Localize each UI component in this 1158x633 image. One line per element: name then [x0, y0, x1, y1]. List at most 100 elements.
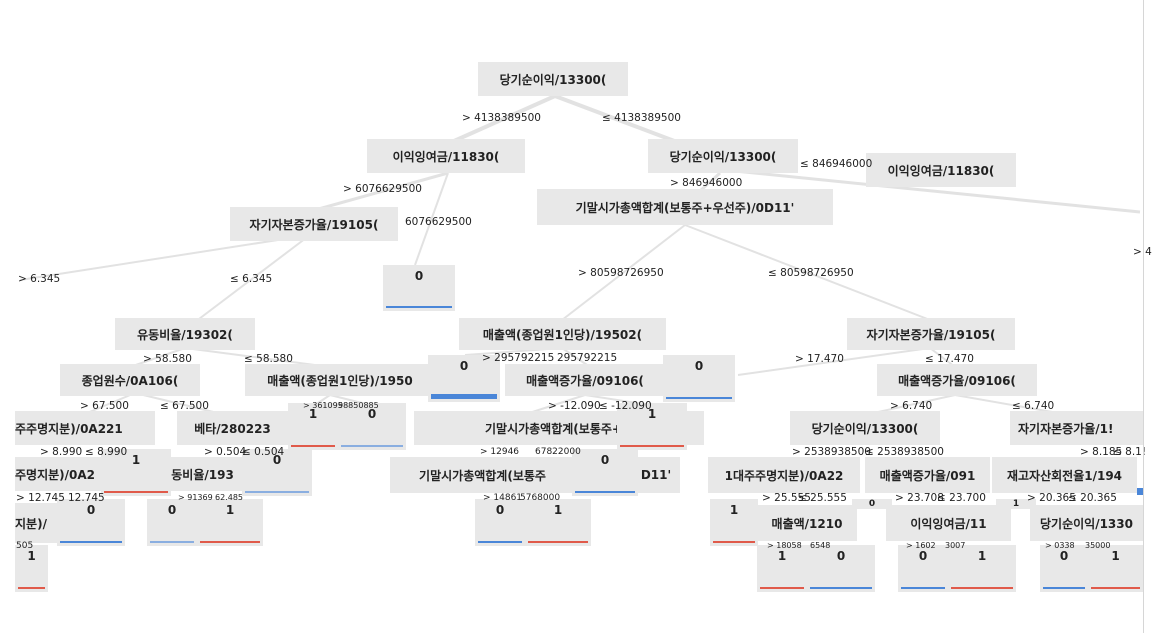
edge-label: ≤ 67.500: [160, 400, 209, 412]
tree-node[interactable]: 기말시가총액합계(보통주+우선주)/0D11': [537, 189, 833, 225]
tree-node[interactable]: 매출액증가율/091: [865, 457, 990, 493]
leaf-node[interactable]: 0: [57, 499, 125, 546]
leaf-node[interactable]: 1: [948, 545, 1016, 592]
tree-node[interactable]: 매출액/1210: [757, 505, 857, 541]
edge-label: > 2538938500: [792, 446, 871, 458]
leaf-node[interactable]: 0: [572, 449, 638, 496]
tree-node[interactable]: 매출액(종업원1인당)/1950: [245, 364, 435, 396]
leaf-node[interactable]: 1: [101, 449, 171, 496]
tree-node[interactable]: 이익잉여금/11830(: [367, 139, 525, 173]
edge-label: > 58.580: [143, 353, 192, 365]
edge-label: ≤ 2538938500: [865, 446, 944, 458]
edge-label: > 20.365: [1027, 492, 1076, 504]
tree-node[interactable]: 지분)/: [15, 503, 57, 543]
tree-node[interactable]: 종업원수/0A106(: [60, 364, 200, 396]
edge-label: 62.485: [215, 493, 243, 502]
tree-node[interactable]: 재고자산회전율1/194: [992, 457, 1137, 493]
edge-label: ≤ -12.090: [599, 400, 652, 412]
edge-label: > 4138389500: [462, 112, 541, 124]
leaf-node[interactable]: 0: [807, 545, 875, 592]
leaf-node[interactable]: 1: [197, 499, 263, 546]
edge-label: 12.745: [68, 492, 105, 504]
tree-node[interactable]: 자기자본증가율/19105(: [230, 207, 398, 241]
edge-label: 67822000: [535, 447, 581, 457]
edge-label: > 23.708: [895, 492, 944, 504]
edge-label: 295792215: [557, 352, 618, 364]
edge-label: > 14861: [483, 493, 523, 503]
tree-node[interactable]: 이익잉여금/11: [886, 505, 1011, 541]
tree-node[interactable]: 당기순이익/13300(: [790, 411, 940, 445]
tree-node[interactable]: 주명지분)/0A2: [15, 457, 105, 491]
tree-node[interactable]: 당기순이익/1330: [1030, 505, 1143, 541]
edge-label: ≤ 8.1!: [1113, 446, 1147, 458]
edge-label: > 0338: [1045, 541, 1075, 550]
leaf-node[interactable]: 0: [600, 370, 601, 371]
tree-node[interactable]: 매출액증가율/09106(: [505, 364, 665, 396]
edge-label: > 846946000: [670, 177, 743, 189]
tree-node[interactable]: 유동비율/19302(: [115, 318, 255, 350]
edge-label: > 0.504: [204, 446, 247, 458]
edge-label: 505: [16, 541, 34, 551]
leaf-node[interactable]: 0: [898, 545, 948, 592]
edge-label: 5768000: [520, 493, 561, 503]
edge-label: ≤ 846946000: [800, 158, 873, 170]
edge-label: ≤ 4138389500: [602, 112, 681, 124]
edge-label: > 25.555: [762, 492, 811, 504]
tree-node[interactable]: 1대주주명지분)/0A22: [708, 457, 860, 493]
tree-node[interactable]: 이익잉여금/11830(: [866, 153, 1016, 187]
leaf-node[interactable]: 0: [338, 403, 406, 450]
tree-node[interactable]: 주주명지분)/0A221: [15, 411, 155, 445]
edge-label: ≤ 8.990: [85, 446, 128, 458]
edge-label: ≤ 17.470: [925, 353, 974, 365]
tree-node[interactable]: 기말시가총액합계(보통주: [390, 457, 575, 493]
edge-label: 6076629500: [405, 216, 472, 228]
edge-label: > 80598726950: [578, 267, 664, 279]
edge-label: ≤ 80598726950: [768, 267, 854, 279]
edge-label: ≤ 25.555: [798, 492, 847, 504]
tree-node[interactable]: 당기순이익/13300(: [648, 139, 798, 173]
edge-label: ≤ 20.365: [1068, 492, 1117, 504]
edge-label: > 8.990: [40, 446, 83, 458]
tree-node[interactable]: 자기자본증가율/19105(: [847, 318, 1015, 350]
minimap-marker: [1137, 488, 1143, 495]
leaf-node[interactable]: 1: [15, 545, 48, 592]
edge-label: 98850885: [338, 401, 379, 410]
leaf-node[interactable]: 0: [852, 499, 892, 509]
leaf-node[interactable]: 1: [757, 545, 807, 592]
edge-label: > 17.470: [795, 353, 844, 365]
tree-node-root[interactable]: 당기순이익/13300(: [478, 62, 628, 96]
edge-label: > 67.500: [80, 400, 129, 412]
leaf-node[interactable]: 1: [1088, 545, 1143, 592]
leaf-node[interactable]: 1: [617, 403, 687, 450]
tree-node[interactable]: 매출액증가율/09106(: [877, 364, 1037, 396]
leaf-node[interactable]: 0: [242, 449, 312, 496]
tree-node[interactable]: 매출액(종업원1인당)/19502(: [459, 318, 666, 350]
tree-node[interactable]: 베타/280223: [177, 411, 288, 445]
leaf-node[interactable]: 1: [996, 499, 1036, 509]
leaf-node[interactable]: 1: [525, 499, 591, 546]
edge-label: > 361095: [303, 401, 343, 410]
edge-label: ≤ 6.345: [230, 273, 273, 285]
edge-label: > 295792215: [482, 352, 555, 364]
tree-node[interactable]: 자기자본증가율/1!: [1010, 411, 1143, 445]
edge-label: ≤ 23.700: [937, 492, 986, 504]
edge-label: 6548: [810, 541, 831, 550]
leaf-node[interactable]: 0: [383, 265, 455, 311]
leaf-node[interactable]: 0: [1040, 545, 1088, 592]
edge-label: 3007: [945, 541, 966, 550]
leaf-node[interactable]: 1: [288, 403, 338, 450]
edge-label: > 18058: [767, 541, 802, 550]
edge-label: > 4: [1133, 246, 1152, 258]
edge-label: > -12.090: [548, 400, 601, 412]
leaf-node[interactable]: 1: [710, 499, 758, 546]
edge-label: > 91369: [178, 493, 213, 502]
leaf-node[interactable]: 0: [663, 355, 735, 402]
leaf-node[interactable]: 0: [147, 499, 197, 546]
leaf-node[interactable]: 0: [428, 355, 500, 402]
edge-label: > 1602: [906, 541, 936, 550]
panel-border: [1143, 0, 1144, 633]
tree-node[interactable]: D11': [632, 457, 680, 493]
edge-label: > 6076629500: [343, 183, 422, 195]
edge-label: > 12.745: [16, 492, 65, 504]
leaf-node[interactable]: 0: [475, 499, 525, 546]
